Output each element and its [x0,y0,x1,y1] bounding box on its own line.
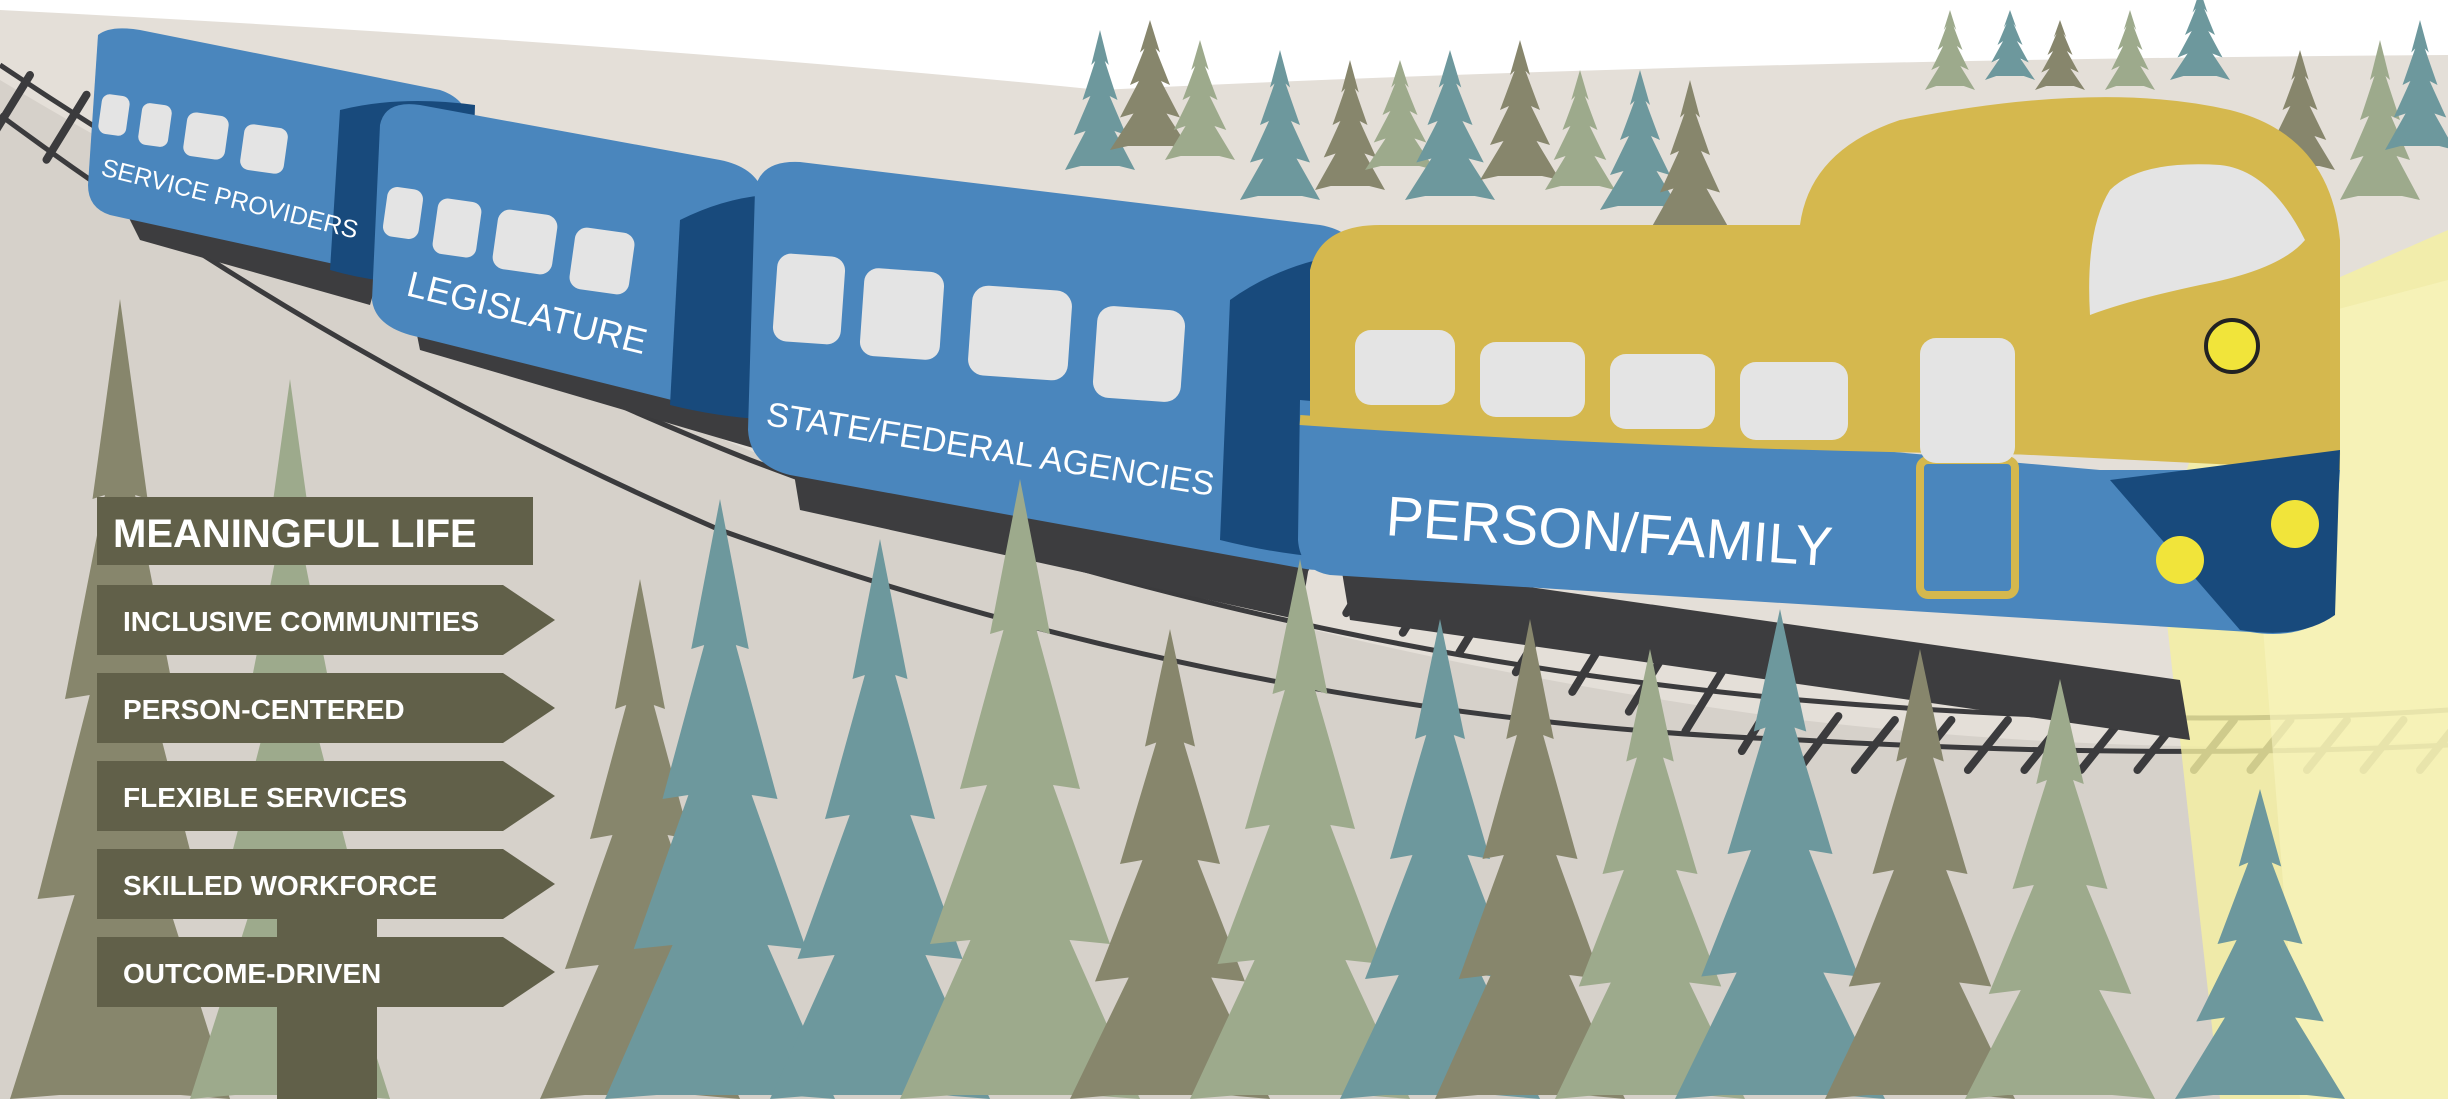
engine-window [1355,330,1455,405]
car-window [382,186,425,241]
engine-window [1480,342,1585,417]
signpost-title: MEANINGFUL LIFE [113,512,477,556]
car-window [182,111,230,160]
signpost-arrow-label: INCLUSIVE COMMUNITIES [123,606,479,637]
car-window [431,197,482,259]
car-window [491,208,559,276]
signpost-arrow-label: OUTCOME-DRIVEN [123,958,381,989]
engine-window [1610,354,1715,429]
engine-window [1740,362,1848,440]
headlight [2206,320,2258,372]
headlight [2156,536,2204,584]
signpost-arrow-label: PERSON-CENTERED [123,694,405,725]
signpost-arrow-label: FLEXIBLE SERVICES [123,782,407,813]
headlight [2271,500,2319,548]
car-window [772,253,846,346]
signpost-arrows: INCLUSIVE COMMUNITIES PERSON-CENTERED FLEX… [97,585,555,1007]
engine-window [1920,338,2015,463]
car-window [1092,305,1186,403]
car-window [239,123,289,175]
car-window [97,93,130,137]
car-window [568,226,636,296]
car-window [967,285,1073,382]
signpost-arrow-label: SKILLED WORKFORCE [123,870,437,901]
car-window [137,102,173,148]
car-window [859,267,945,360]
